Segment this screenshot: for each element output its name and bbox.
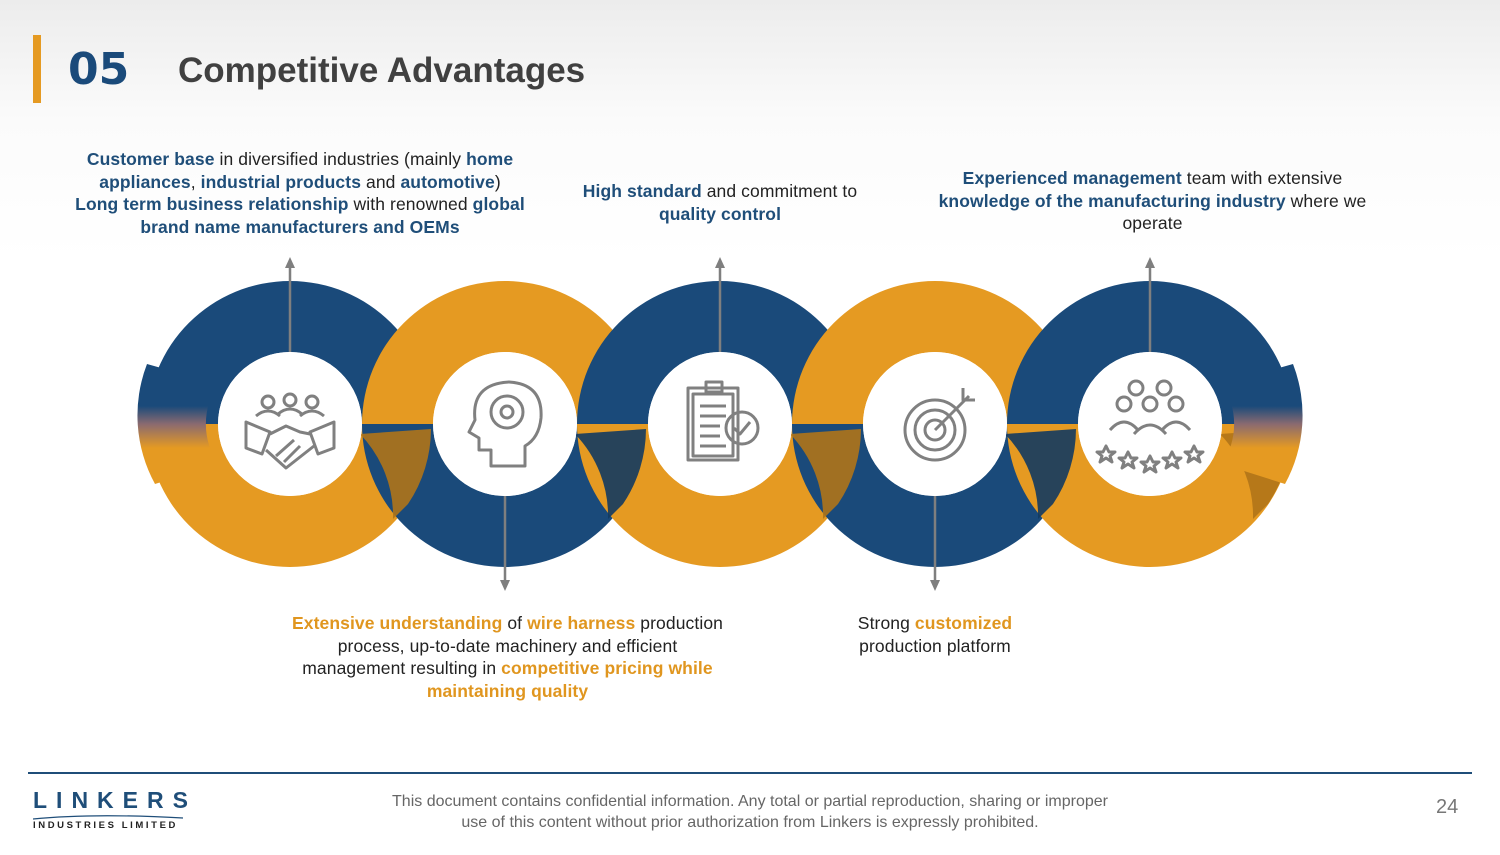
ring-top-half	[147, 281, 433, 424]
ring-shadow	[360, 429, 431, 519]
ring-center-circle	[863, 352, 1007, 496]
callout-text: of	[502, 613, 528, 633]
callout-text: ,	[190, 171, 201, 192]
callout-highlight: Long term business relationship	[75, 194, 349, 214]
callout-highlight: global brand name manufacturers and OEMs	[140, 194, 525, 237]
callout-management: Experienced management team with extensi…	[930, 167, 1375, 235]
ring-shadow	[575, 429, 646, 519]
ring-bottom-half	[577, 424, 863, 567]
ring-top-half	[577, 281, 863, 424]
ring-top-half	[792, 281, 1078, 424]
callout-highlight: automotive	[400, 171, 495, 192]
logo-sub-text: INDUSTRIES LIMITED	[33, 820, 178, 831]
ring-bottom-half	[362, 424, 648, 567]
team-stars-icon	[1095, 379, 1205, 474]
ring-shadow	[790, 429, 861, 519]
callout-text: and commitment to	[701, 181, 858, 201]
ring-bottom-half	[792, 424, 1078, 567]
disclaimer-line-1: This document contains confidential info…	[392, 793, 1108, 810]
callout-text: in diversified industries (mainly	[214, 149, 467, 169]
arrow-up-icon	[715, 257, 725, 268]
ring-top-half	[362, 281, 648, 424]
confidentiality-disclaimer: This document contains confidential info…	[340, 791, 1160, 833]
callout-text: Strong	[857, 613, 915, 633]
callout-text: with renowned	[348, 194, 473, 214]
callout-text: production process, up-to-date machinery…	[302, 613, 724, 678]
arrow-up-icon	[285, 257, 295, 268]
ring-gradient-edge	[137, 364, 218, 484]
ring-bottom-half	[147, 424, 433, 567]
callout-highlight: Extensive understanding	[291, 613, 503, 633]
footer-divider	[28, 772, 1472, 774]
section-number: 05	[68, 44, 130, 95]
callout-text: where we operate	[1122, 190, 1367, 234]
callout-highlight: Experienced management	[962, 168, 1182, 188]
callout-customer-base: Customer base in diversified industries …	[50, 148, 550, 238]
ring-bottom-half	[1007, 424, 1293, 567]
callout-highlight: High standard	[582, 181, 702, 201]
callout-highlight: Customer base	[86, 149, 215, 169]
disclaimer-line-2: use of this content without prior author…	[461, 814, 1039, 831]
callout-text: )	[494, 171, 501, 192]
ring-top-half	[1007, 281, 1293, 424]
head-gear-icon	[467, 380, 543, 468]
page-number: 24	[1436, 796, 1459, 818]
callout-text: and	[361, 171, 401, 192]
ring-center-circle	[218, 352, 362, 496]
section-accent-bar	[33, 35, 41, 103]
arrow-up-icon	[1145, 257, 1155, 268]
callout-text: team with extensive	[1181, 168, 1343, 188]
callout-highlight: quality control	[658, 203, 782, 224]
callout-highlight: knowledge of the manufacturing industry	[938, 190, 1286, 211]
linkers-logo: LINKERS INDUSTRIES LIMITED	[33, 787, 193, 831]
logo-main-text: LINKERS	[33, 787, 197, 813]
callout-quality-control: High standard and commitment to quality …	[560, 180, 880, 225]
arrow-down-icon	[930, 580, 940, 591]
ring-shadow	[1005, 429, 1076, 519]
ring-center-circle	[648, 352, 792, 496]
callout-highlight: home appliances	[99, 149, 514, 192]
page-title: Competitive Advantages	[178, 51, 586, 90]
callout-highlight: industrial products	[200, 171, 362, 192]
callout-highlight: wire harness	[527, 613, 636, 633]
callout-text: production platform	[859, 635, 1011, 656]
callout-highlight: customized	[914, 613, 1013, 633]
arrow-down-icon	[500, 580, 510, 591]
callout-wire-harness: Extensive understanding of wire harness …	[290, 612, 725, 702]
callout-highlight: competitive pricing while maintaining qu…	[426, 658, 713, 701]
clipboard-quality-icon	[686, 380, 760, 462]
logo-swoosh	[33, 815, 184, 820]
ring-center-circle	[433, 352, 577, 496]
handshake-team-icon	[244, 392, 336, 470]
target-arrow-icon	[903, 388, 975, 462]
ring-gradient-edge	[1222, 364, 1303, 484]
